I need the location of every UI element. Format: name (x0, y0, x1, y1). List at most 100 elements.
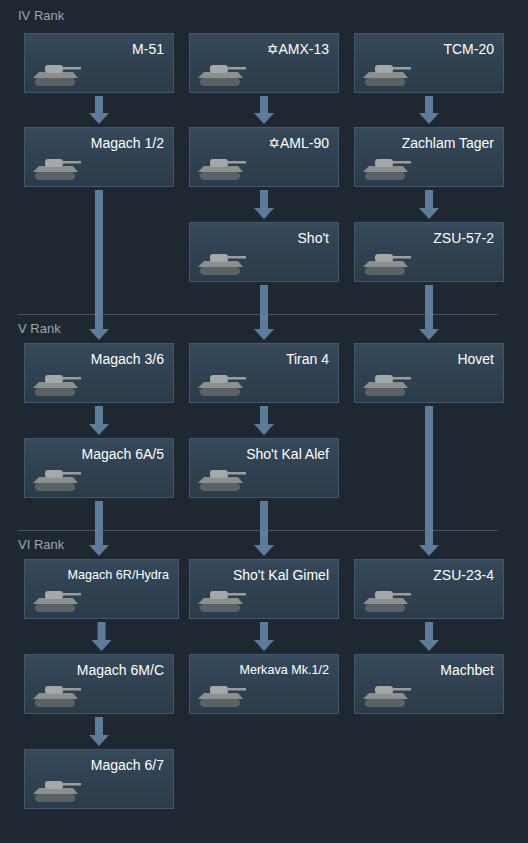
vehicle-name: Magach 6R/Hydra (25, 560, 178, 583)
vehicle-illustration (361, 247, 413, 277)
vehicle-name: ✡AML-90 (190, 128, 338, 151)
vehicle-part (200, 699, 240, 707)
vehicle-part (35, 78, 75, 86)
vehicle-name: ZSU-57-2 (355, 223, 503, 246)
vehicle-card: Magach 1/2 (24, 127, 174, 187)
vehicle-name: Sho't Kal Gimel (190, 560, 338, 583)
vehicle-part (392, 256, 411, 259)
progression-arrow (89, 717, 109, 746)
vehicle-card: M-51 (24, 33, 174, 93)
vehicle-illustration (31, 774, 83, 804)
vehicle-part (200, 172, 240, 180)
vehicle-card: Hovet (354, 343, 504, 403)
vehicle-illustration (31, 679, 83, 709)
vehicle-part (45, 781, 63, 789)
vehicle-name: Sho't (190, 223, 338, 246)
vehicle-name: M-51 (25, 34, 173, 57)
vehicle-card: TCM-20 (354, 33, 504, 93)
vehicle-part (227, 67, 246, 70)
vehicle-part (392, 688, 411, 691)
vehicle-part (227, 256, 246, 259)
vehicle-name: Magach 3/6 (25, 344, 173, 367)
vehicle-part (35, 388, 75, 396)
vehicle-part (392, 67, 411, 70)
vehicle-illustration (361, 368, 413, 398)
progression-arrow (419, 406, 439, 556)
vehicle-illustration (31, 368, 83, 398)
vehicle-name: Tiran 4 (190, 344, 338, 367)
vehicle-part (35, 172, 75, 180)
vehicle-name: Zachlam Tager (355, 128, 503, 151)
vehicle-card: Magach 6M/C (24, 654, 174, 714)
vehicle-part (200, 267, 240, 275)
vehicle-part (35, 699, 75, 707)
vehicle-part (45, 375, 63, 383)
vehicle-part (200, 78, 240, 86)
vehicle-part (200, 483, 240, 491)
vehicle-illustration (196, 463, 248, 493)
vehicle-part (45, 470, 63, 478)
vehicle-illustration (361, 584, 413, 614)
vehicle-card: ZSU-57-2 (354, 222, 504, 282)
progression-arrow (254, 622, 274, 651)
vehicle-part (227, 688, 246, 691)
vehicle-part (365, 78, 405, 86)
vehicle-part (392, 593, 411, 596)
vehicle-card: Magach 3/6 (24, 343, 174, 403)
vehicle-part (45, 159, 63, 167)
vehicle-part (62, 377, 81, 380)
vehicle-part (62, 161, 81, 164)
vehicle-part (45, 686, 63, 694)
vehicle-part (392, 377, 411, 380)
vehicle-card: ✡AML-90 (189, 127, 339, 187)
vehicle-illustration (31, 58, 83, 88)
progression-arrow (419, 285, 439, 340)
vehicle-card: Magach 6R/Hydra (24, 559, 179, 619)
vehicle-part (365, 267, 405, 275)
progression-arrow (254, 285, 274, 340)
vehicle-part (62, 67, 81, 70)
vehicle-name: Magach 6A/5 (25, 439, 173, 462)
vehicle-part (227, 593, 246, 596)
vehicle-illustration (196, 679, 248, 709)
progression-arrow (254, 406, 274, 435)
progression-arrow (89, 190, 109, 340)
vehicle-part (35, 483, 75, 491)
vehicle-part (375, 591, 393, 599)
vehicle-illustration (31, 152, 83, 182)
vehicle-card: Magach 6A/5 (24, 438, 174, 498)
progression-arrow (254, 96, 274, 124)
vehicle-name: Magach 1/2 (25, 128, 173, 151)
vehicle-card: Magach 6/7 (24, 749, 174, 809)
vehicle-card: Tiran 4 (189, 343, 339, 403)
vehicle-name: Magach 6/7 (25, 750, 173, 773)
vehicle-illustration (196, 58, 248, 88)
vehicle-part (392, 161, 411, 164)
vehicle-part (375, 254, 393, 262)
vehicle-name: Sho't Kal Alef (190, 439, 338, 462)
vehicle-name: Merkava Mk.1/2 (190, 655, 338, 678)
vehicle-name: Magach 6M/C (25, 655, 173, 678)
vehicle-part (62, 472, 81, 475)
progression-arrow (254, 190, 274, 219)
vehicle-part (210, 686, 228, 694)
progression-arrow (419, 96, 439, 124)
vehicle-card: Sho't Kal Alef (189, 438, 339, 498)
progression-arrow (92, 622, 112, 651)
vehicle-name: Hovet (355, 344, 503, 367)
vehicle-part (45, 591, 63, 599)
vehicle-card: Sho't Kal Gimel (189, 559, 339, 619)
progression-arrow (419, 622, 439, 651)
vehicle-part (62, 783, 81, 786)
vehicle-part (200, 388, 240, 396)
vehicle-illustration (196, 368, 248, 398)
vehicle-illustration (196, 152, 248, 182)
vehicle-illustration (196, 247, 248, 277)
vehicle-part (227, 472, 246, 475)
vehicle-part (210, 159, 228, 167)
vehicle-part (365, 388, 405, 396)
vehicle-name: TCM-20 (355, 34, 503, 57)
vehicle-part (35, 794, 75, 802)
progression-arrow (89, 501, 109, 556)
vehicle-part (62, 593, 81, 596)
